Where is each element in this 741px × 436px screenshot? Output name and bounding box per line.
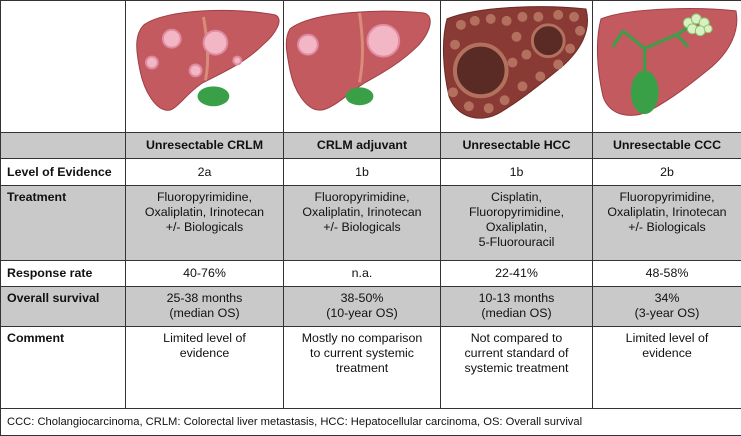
cell-line: (median OS) bbox=[445, 306, 588, 321]
cirrhotic-liver-hcc-icon bbox=[441, 1, 592, 132]
liver-with-large-metastasis-icon bbox=[284, 1, 440, 132]
cell-line: (10-year OS) bbox=[288, 306, 436, 321]
cell-line: Fluoropyrimidine, bbox=[288, 190, 436, 205]
table-cell: Fluoropyrimidine,Oxaliplatin, Irinotecan… bbox=[284, 186, 441, 261]
table-cell: 10-13 months(median OS) bbox=[441, 287, 593, 327]
corner-cell bbox=[1, 1, 126, 133]
cell-line: +/- Biologicals bbox=[288, 220, 436, 235]
header-row: Unresectable CRLM CRLM adjuvant Unresect… bbox=[1, 133, 741, 159]
cell-line: Oxaliplatin, bbox=[445, 220, 588, 235]
cell-line: 10-13 months bbox=[445, 291, 588, 306]
cell-line: n.a. bbox=[288, 266, 436, 281]
cell-line: 5-Fluorouracil bbox=[445, 235, 588, 250]
cell-line: to current systemic bbox=[288, 346, 436, 361]
table-cell: 25-38 months(median OS) bbox=[126, 287, 284, 327]
cell-line: +/- Biologicals bbox=[130, 220, 279, 235]
illustration-hcc bbox=[441, 1, 593, 133]
illustration-row bbox=[1, 1, 741, 133]
cell-line: 22-41% bbox=[445, 266, 588, 281]
cell-line: Oxaliplatin, Irinotecan bbox=[597, 205, 737, 220]
header-unresectable-crlm: Unresectable CRLM bbox=[126, 133, 284, 159]
table-cell: 34%(3-year OS) bbox=[593, 287, 741, 327]
table-cell: Cisplatin,Fluoropyrimidine,Oxaliplatin,5… bbox=[441, 186, 593, 261]
table-cell: 1b bbox=[441, 159, 593, 186]
table-cell: 2b bbox=[593, 159, 741, 186]
cell-line: 38-50% bbox=[288, 291, 436, 306]
row-label: Comment bbox=[1, 327, 126, 409]
illustration-crlm-unresectable bbox=[126, 1, 284, 133]
row-response-rate: Response rate 40-76% n.a. 22-41% 48-58% bbox=[1, 261, 741, 287]
row-label: Response rate bbox=[1, 261, 126, 287]
row-level-of-evidence: Level of Evidence 2a 1b 1b 2b bbox=[1, 159, 741, 186]
row-label: Level of Evidence bbox=[1, 159, 126, 186]
cell-line: 25-38 months bbox=[130, 291, 279, 306]
cell-line: (median OS) bbox=[130, 306, 279, 321]
cell-line: 1b bbox=[445, 165, 588, 180]
cell-line: Oxaliplatin, Irinotecan bbox=[130, 205, 279, 220]
cell-line: 2a bbox=[130, 165, 279, 180]
cell-line: Limited level of bbox=[597, 331, 737, 346]
cell-line: Oxaliplatin, Irinotecan bbox=[288, 205, 436, 220]
table-cell: Fluoropyrimidine,Oxaliplatin, Irinotecan… bbox=[126, 186, 284, 261]
table-cell: n.a. bbox=[284, 261, 441, 287]
cell-line: evidence bbox=[130, 346, 279, 361]
cell-line: 40-76% bbox=[130, 266, 279, 281]
table-cell: 48-58% bbox=[593, 261, 741, 287]
cell-line: Fluoropyrimidine, bbox=[130, 190, 279, 205]
illustration-ccc bbox=[593, 1, 741, 133]
illustration-crlm-adjuvant bbox=[284, 1, 441, 133]
cell-line: Not compared to bbox=[445, 331, 588, 346]
table-cell: 2a bbox=[126, 159, 284, 186]
cell-line: +/- Biologicals bbox=[597, 220, 737, 235]
header-empty bbox=[1, 133, 126, 159]
footnote-row: CCC: Cholangiocarcinoma, CRLM: Colorecta… bbox=[1, 409, 741, 436]
cell-line: Fluoropyrimidine, bbox=[597, 190, 737, 205]
header-unresectable-hcc: Unresectable HCC bbox=[441, 133, 593, 159]
cell-line: 2b bbox=[597, 165, 737, 180]
cell-line: evidence bbox=[597, 346, 737, 361]
table-cell: 38-50%(10-year OS) bbox=[284, 287, 441, 327]
table-cell: 1b bbox=[284, 159, 441, 186]
liver-with-metastases-icon bbox=[126, 1, 283, 132]
cell-line: treatment bbox=[288, 361, 436, 376]
cell-line: Cisplatin, bbox=[445, 190, 588, 205]
cell-line: Limited level of bbox=[130, 331, 279, 346]
row-label: Treatment bbox=[1, 186, 126, 261]
cell-line: 1b bbox=[288, 165, 436, 180]
cell-line: 48-58% bbox=[597, 266, 737, 281]
row-overall-survival: Overall survival 25-38 months(median OS)… bbox=[1, 287, 741, 327]
cell-line: current standard of bbox=[445, 346, 588, 361]
footnote: CCC: Cholangiocarcinoma, CRLM: Colorecta… bbox=[1, 409, 741, 436]
header-unresectable-ccc: Unresectable CCC bbox=[593, 133, 741, 159]
liver-bile-duct-tumor-icon bbox=[593, 1, 741, 132]
cell-line: Mostly no comparison bbox=[288, 331, 436, 346]
table-cell: 40-76% bbox=[126, 261, 284, 287]
header-crlm-adjuvant: CRLM adjuvant bbox=[284, 133, 441, 159]
table-cell: Fluoropyrimidine,Oxaliplatin, Irinotecan… bbox=[593, 186, 741, 261]
row-treatment: Treatment Fluoropyrimidine,Oxaliplatin, … bbox=[1, 186, 741, 261]
cell-line: 34% bbox=[597, 291, 737, 306]
cell-line: systemic treatment bbox=[445, 361, 588, 376]
row-label: Overall survival bbox=[1, 287, 126, 327]
cell-line: Fluoropyrimidine, bbox=[445, 205, 588, 220]
table-cell: 22-41% bbox=[441, 261, 593, 287]
cell-line: (3-year OS) bbox=[597, 306, 737, 321]
